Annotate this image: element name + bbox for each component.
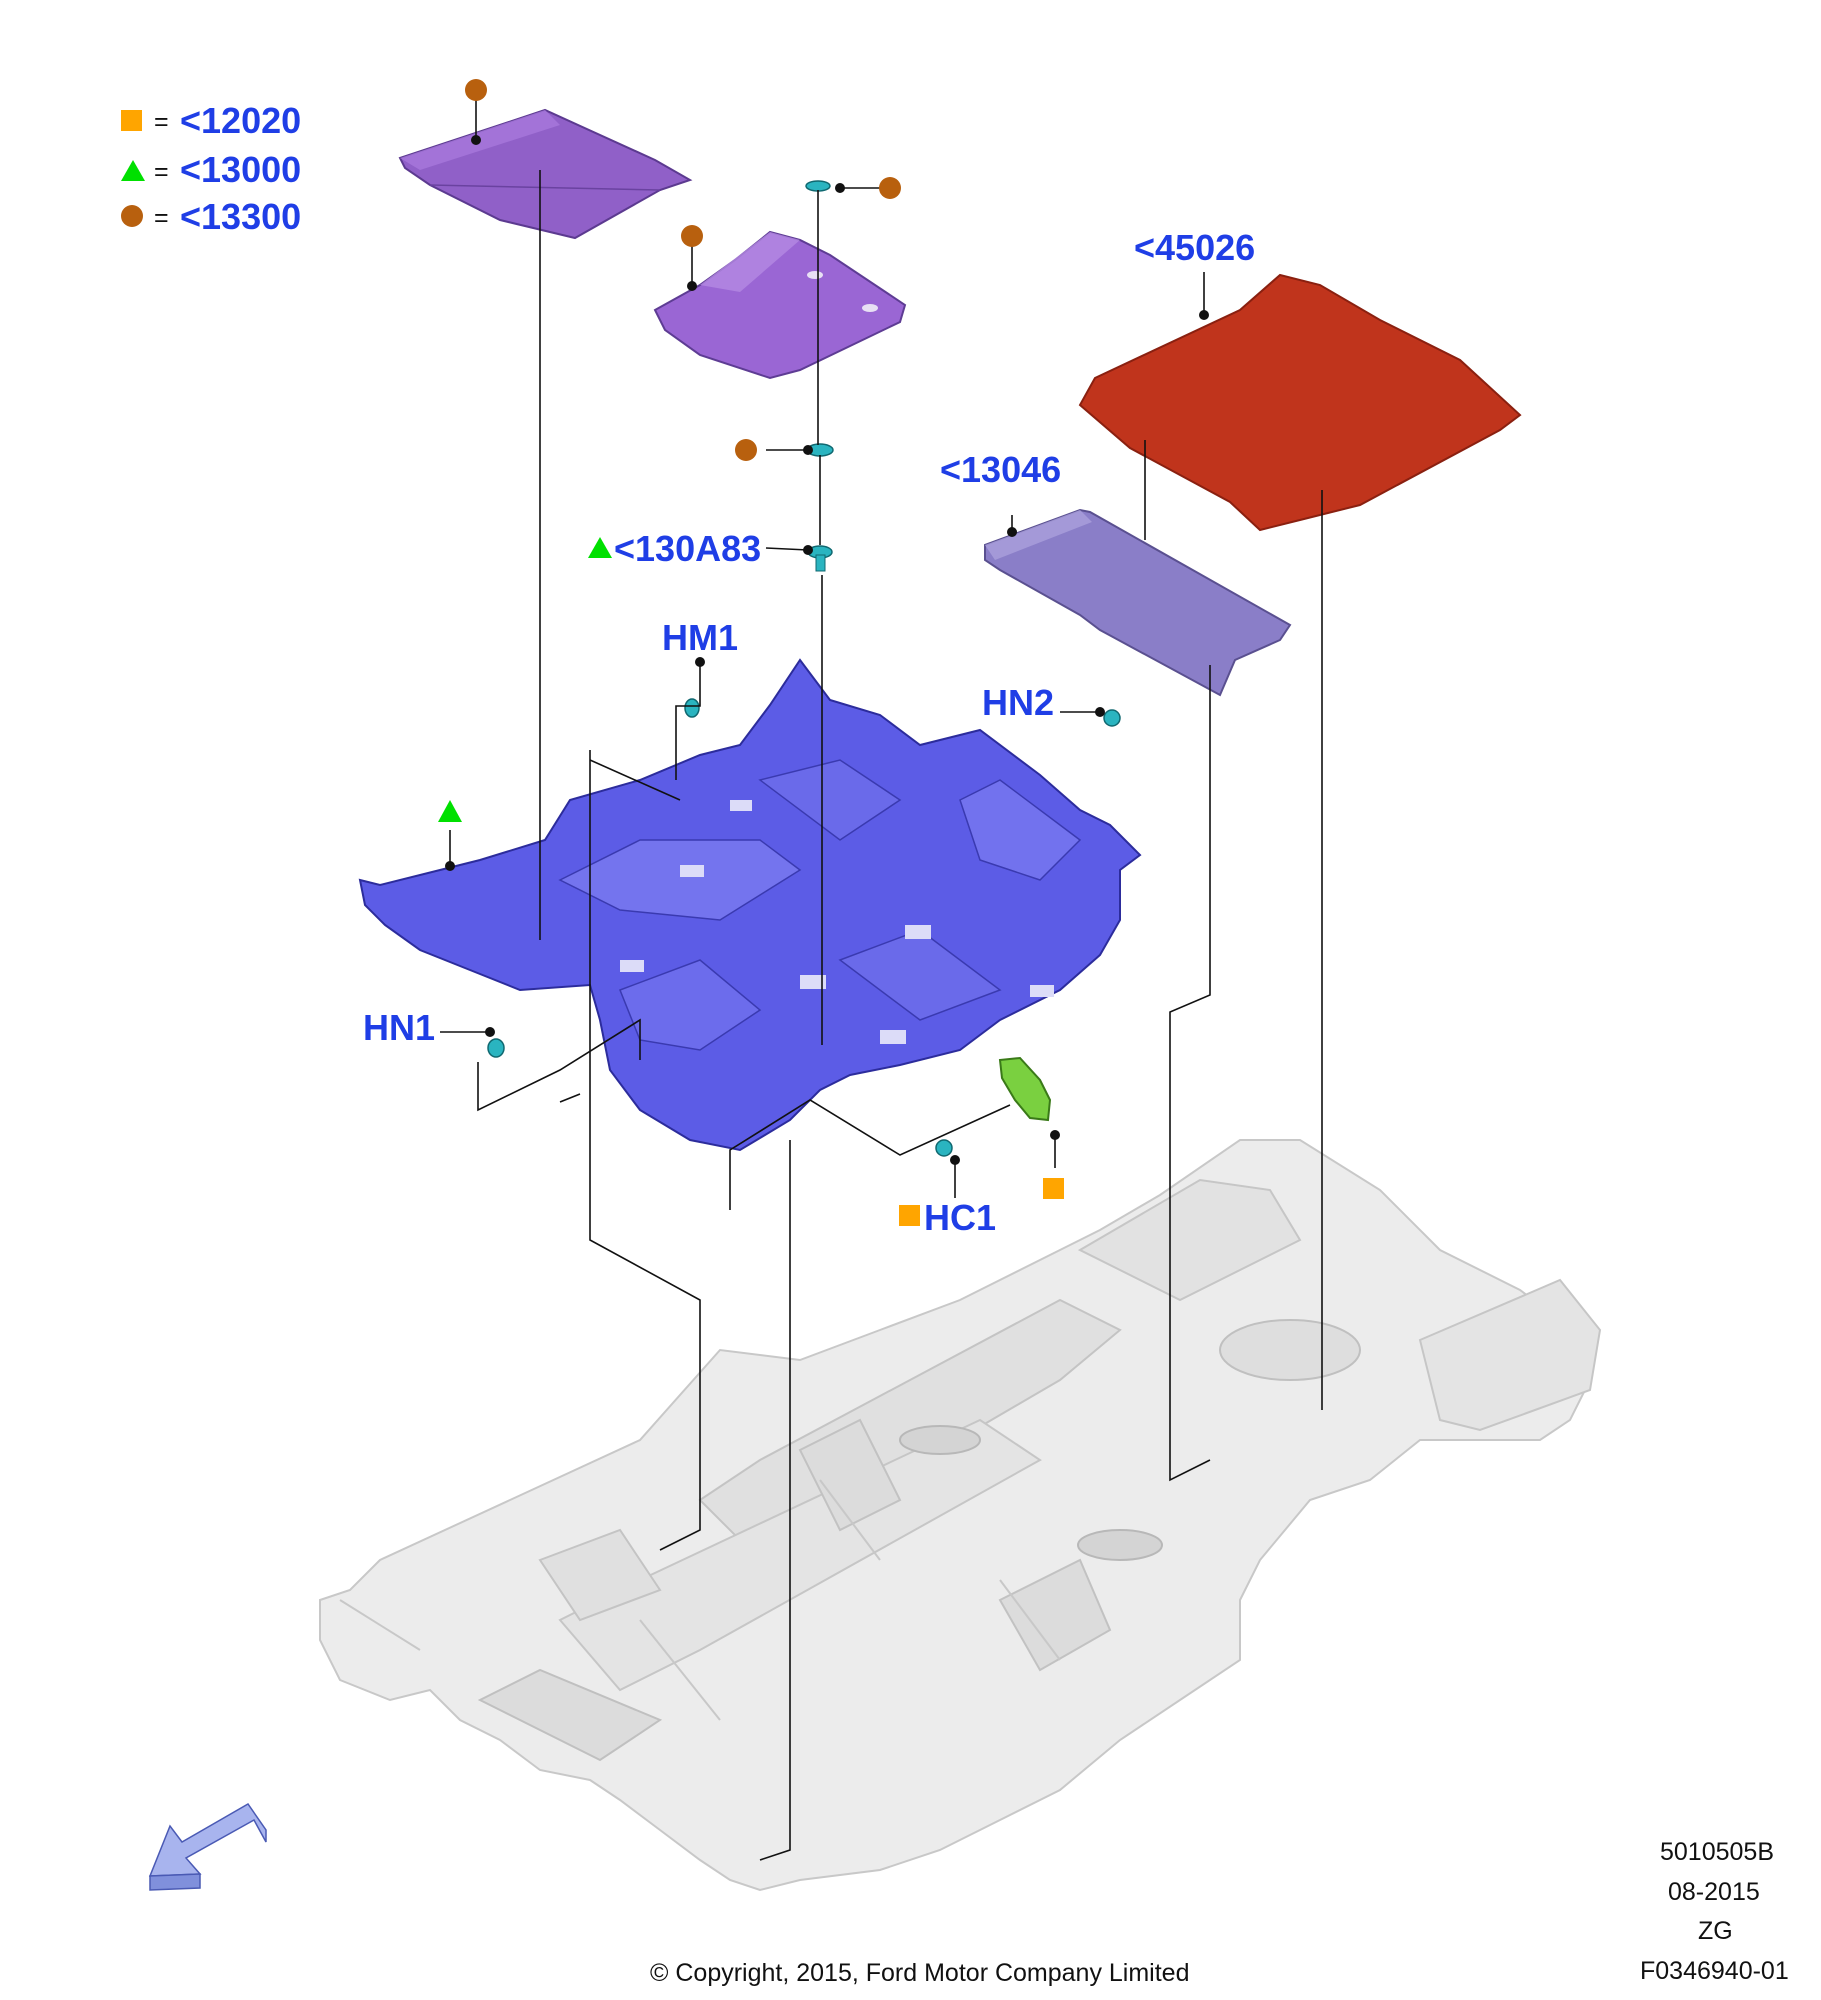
green-triangle-icon [438,800,462,822]
green-triangle-icon [588,537,612,558]
rear-mat [1078,273,1522,532]
brown-circle-icon [735,439,757,461]
vehicle-floor-pan-icon [319,1139,1602,1892]
clip-icon [935,1139,953,1157]
cover-panel [984,508,1292,697]
legend-equals-2: = [154,158,169,186]
floor-carpet [358,658,1142,1152]
front-mat-left [398,108,693,240]
figure-number: F0346940-01 [1640,1957,1789,1985]
clip-icon [807,545,833,572]
callout-hn2: HN2 [982,682,1054,723]
floor-mat-icon [1078,273,1522,532]
bracket-icon [998,1056,1052,1122]
callout-hm1: HM1 [662,617,738,658]
clips [487,180,1121,1157]
orange-square-icon [121,110,142,131]
bracket [998,1056,1052,1122]
footer: © Copyright, 2015, Ford Motor Company Li… [650,1838,1789,1987]
brown-circle-icon [879,177,901,199]
drawing-date: 08-2015 [1668,1878,1760,1906]
leader-lines [440,98,1323,1861]
front-direction-arrow-icon [148,1803,267,1891]
callout-hn1: HN1 [363,1007,435,1048]
legend-code-13300: <13300 [180,196,301,237]
front-mat-right [653,230,907,380]
legend-equals-1: = [154,108,169,136]
copyright-text: © Copyright, 2015, Ford Motor Company Li… [650,1959,1190,1987]
orange-square-icon [899,1205,920,1226]
brown-circle-icon [465,79,487,101]
drawing-zone: ZG [1698,1917,1733,1945]
legend-code-13000: <13000 [180,149,301,190]
callout-13046: <13046 [940,449,1061,490]
callout-hc1: HC1 [924,1197,996,1238]
floor-carpet-icon [358,658,1142,1152]
panel-icon [984,508,1292,697]
orange-square-icon [1043,1178,1064,1199]
clip-icon [1103,709,1121,727]
green-triangle-icon [121,160,145,181]
part-markers [438,79,1064,1226]
clip-icon [487,1038,505,1058]
callout-130a83: <130A83 [614,528,761,569]
callout-45026: <45026 [1134,227,1255,268]
drawing-code: 5010505B [1660,1838,1774,1866]
callouts: <45026 <13046 <130A83 HM1 HN2 HN1 HC1 [363,227,1255,1238]
clip-icon [805,180,831,192]
brown-circle-icon [681,225,703,247]
brown-circle-icon [121,205,143,227]
legend-equals-3: = [154,204,169,232]
legend: = <12020 = <13000 = <13300 [121,100,301,237]
clip-icon [684,698,700,718]
legend-code-12020: <12020 [180,100,301,141]
